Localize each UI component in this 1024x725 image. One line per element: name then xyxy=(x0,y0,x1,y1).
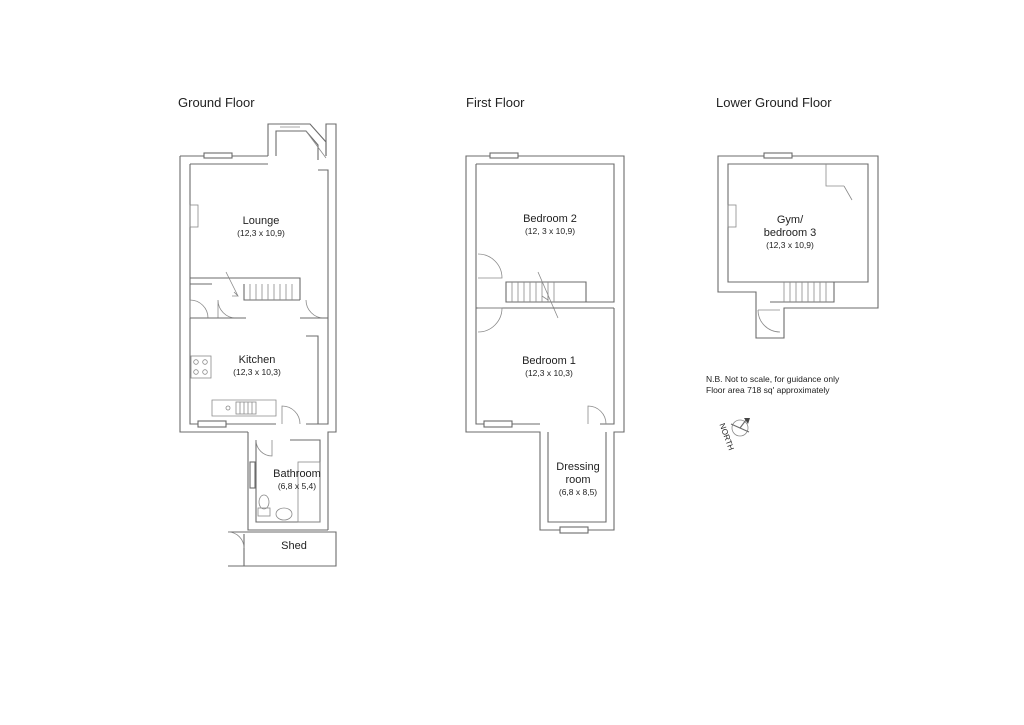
room-kitchen-name: Kitchen xyxy=(238,354,276,366)
ground-door-right-swing xyxy=(305,299,325,319)
lower-window xyxy=(763,152,793,159)
first-stair-arrow xyxy=(537,271,559,319)
ground-sink xyxy=(235,401,257,415)
room-gym-name-1: Gym/ xyxy=(776,214,804,226)
lower-chimney xyxy=(727,204,737,228)
ground-inner-wall xyxy=(189,163,329,425)
room-bedroom-2-name: Bedroom 2 xyxy=(523,213,577,225)
ground-bay-inner xyxy=(275,130,319,160)
lower-outer-wall xyxy=(717,155,879,339)
ground-bathroom-window xyxy=(249,461,256,489)
room-lounge-dims: (12,3 x 10,9) xyxy=(237,228,285,238)
lower-ground-floor-plan xyxy=(717,152,879,339)
ground-toilet xyxy=(258,494,270,510)
ground-stair-arrow xyxy=(225,271,239,297)
room-bedroom-1-name: Bedroom 1 xyxy=(522,355,576,367)
room-kitchen-dims: (12,3 x 10,3) xyxy=(233,367,281,377)
ground-kitchen-window xyxy=(197,420,227,428)
first-outer-wall xyxy=(465,155,625,531)
ground-shed-wall xyxy=(228,531,337,567)
ground-floor-plan xyxy=(179,123,337,567)
room-bedroom-2: Bedroom 2 (12, 3 x 10,9) xyxy=(523,213,577,237)
room-bathroom-dims: (6,8 x 5,4) xyxy=(277,481,317,491)
ground-floor-title: Ground Floor xyxy=(178,95,255,110)
room-gym-name-2: bedroom 3 xyxy=(763,227,817,239)
lower-inner-wall xyxy=(727,163,869,283)
ground-tap xyxy=(225,405,231,411)
lower-cupboard-door xyxy=(825,164,853,201)
ground-door-mid-swing xyxy=(217,299,237,319)
room-kitchen: Kitchen (12,3 x 10,3) xyxy=(233,354,281,378)
note-scale: N.B. Not to scale, for guidance only xyxy=(706,374,840,384)
compass-circle xyxy=(731,419,749,437)
ground-lounge-chimney xyxy=(189,204,199,228)
north-compass xyxy=(730,418,750,437)
ground-bay-outline xyxy=(267,123,327,156)
compass-arrowhead xyxy=(744,418,750,424)
first-bedroom1-window xyxy=(483,420,513,428)
ground-cooker xyxy=(190,355,212,379)
ground-lounge-window xyxy=(203,152,233,159)
room-bedroom-1: Bedroom 1 (12,3 x 10,3) xyxy=(522,355,576,379)
first-dressing-door xyxy=(587,405,607,425)
room-dressing: Dressing room (6,8 x 8,5) xyxy=(556,461,599,498)
ground-partition xyxy=(190,277,301,301)
room-dressing-name-1: Dressing xyxy=(556,461,600,473)
first-dressing-wall xyxy=(547,432,607,523)
room-gym-dims: (12,3 x 10,9) xyxy=(766,240,814,250)
first-inner-wall xyxy=(475,163,615,425)
ground-bathroom-door xyxy=(255,439,273,457)
room-dressing-name-2: room xyxy=(565,474,591,486)
first-door-lower xyxy=(477,307,503,333)
lower-door-swing xyxy=(757,309,781,333)
lower-ground-floor-title: Lower Ground Floor xyxy=(716,95,832,110)
ground-worktop xyxy=(211,399,277,417)
room-dressing-dims: (6,8 x 8,5) xyxy=(558,487,598,497)
ground-bath xyxy=(297,461,321,523)
room-shed: Shed xyxy=(281,540,307,553)
first-dressing-window xyxy=(559,526,589,534)
ground-shed-door xyxy=(227,531,245,549)
first-stair-box xyxy=(505,281,587,303)
ground-door-left-swing xyxy=(189,299,209,319)
ground-back-door xyxy=(281,405,301,425)
ground-bay-door-swing xyxy=(305,130,327,159)
room-gym: Gym/ bedroom 3 (12,3 x 10,9) xyxy=(764,214,817,251)
room-bathroom-name: Bathroom xyxy=(273,468,321,480)
ground-hob-1 xyxy=(193,359,199,365)
room-bathroom: Bathroom (6,8 x 5,4) xyxy=(273,468,321,492)
room-bedroom-2-dims: (12, 3 x 10,9) xyxy=(524,226,576,236)
first-floor-title: First Floor xyxy=(466,95,525,110)
room-bedroom-1-dims: (12,3 x 10,3) xyxy=(525,368,573,378)
ground-cistern xyxy=(257,507,271,517)
ground-hob-4 xyxy=(202,369,208,375)
note-area: Floor area 718 sq' approximately xyxy=(706,385,830,395)
first-bedroom2-window xyxy=(489,152,519,159)
first-door-upper xyxy=(477,253,503,279)
compass-needle xyxy=(730,419,750,433)
ground-kitchen-recess xyxy=(306,335,319,424)
ground-basin xyxy=(275,507,293,521)
ground-hob-2 xyxy=(202,359,208,365)
ground-hob-3 xyxy=(193,369,199,375)
room-lounge: Lounge (12,3 x 10,9) xyxy=(237,215,285,239)
room-lounge-name: Lounge xyxy=(242,215,280,227)
room-shed-name: Shed xyxy=(281,540,307,552)
first-floor-plan xyxy=(465,152,625,534)
